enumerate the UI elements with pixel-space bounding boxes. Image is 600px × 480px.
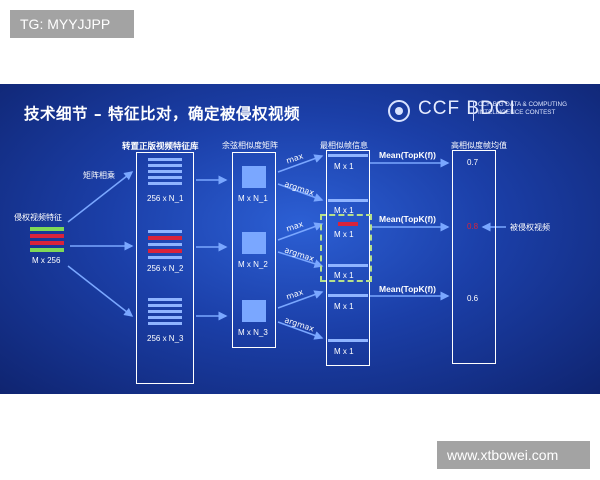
header-library: 转置正版视频特征库 [122,142,199,152]
logo-subtitle-line2: INTELLIGENCE CONTEST [478,109,556,116]
library-stripe [148,230,182,233]
avg-score-box [452,150,496,364]
arrow-sim1-argmax [277,183,324,202]
input-feature-bar-green [30,227,64,231]
arrow-sim2-argmax [277,251,324,269]
similarity-matrix-3 [242,300,266,322]
sim-dims-1: M x N_1 [238,194,268,203]
max-candidate [328,154,368,157]
score-value: 0.7 [467,158,479,167]
library-stripe [148,298,182,301]
highlight-dashed-box [320,214,372,282]
argmax-candidate [328,264,368,267]
arrow-sim3-argmax [277,321,324,340]
score-value-highlight: 0.8 [467,222,479,231]
library-stripe [148,316,182,319]
library-stripe [148,164,182,167]
library-stripe [148,158,182,161]
mean-label-3: Mean(TopK(f)) [379,284,436,294]
input-feature-bar-red [30,234,64,238]
max-sim-box [326,150,370,366]
logo-divider [473,101,474,121]
matmul-label: 矩阵相乘 [83,171,115,180]
ccf-emblem-icon [388,100,410,122]
watermark-bottom: www.xtbowei.com [437,441,590,469]
arrow-sim3-max [277,290,324,309]
mean-label-2: Mean(TopK(f)) [379,214,436,224]
max-candidate-highlight [338,222,358,226]
library-stripe [148,256,182,259]
library-dims-3: 256 x N_3 [147,334,184,343]
library-stripe [148,310,182,313]
slide: 技术细节 – 特征比对，确定被侵权视频 CCF BDCI CCF BIG DAT… [0,84,600,394]
arrow-sim2-max [277,222,324,241]
header-avg: 高相似度帧均值 [451,141,507,150]
mx1-label: M x 1 [334,230,354,239]
logo-subtitle-line1: CCF BIG DATA & COMPUTING [478,101,567,108]
logo-text: CCF BDCI [418,98,516,119]
arrow-sim1-max [277,154,324,173]
max-candidate [328,294,368,297]
similarity-matrix-2 [242,232,266,254]
mx1-label: M x 1 [334,271,354,280]
library-stripe [148,176,182,179]
library-box [136,152,194,384]
input-feature-bar-red [30,241,64,245]
header-similarity: 余弦相似度矩阵 [222,141,278,150]
infringed-label: 被侵权视频 [510,223,550,232]
library-stripe [148,322,182,325]
slide-title: 技术细节 – 特征比对，确定被侵权视频 [24,105,301,123]
watermark-top: TG: MYYJJPP [10,10,134,38]
input-feature-bar-green [30,248,64,252]
library-dims-2: 256 x N_2 [147,264,184,273]
mx1-label: M x 1 [334,162,354,171]
argmax-candidate [328,339,368,342]
library-stripe [148,182,182,185]
mx1-label: M x 1 [334,347,354,356]
library-stripe [148,304,182,307]
similarity-matrix-1 [242,166,266,188]
arrow-input-lib1 [67,171,134,223]
arrow-input-lib3 [67,265,134,317]
library-stripe-red [148,249,182,253]
logo-subtitle: CCF BIG DATA & COMPUTING INTELLIGENCE CO… [478,101,588,117]
mx1-label: M x 1 [334,206,354,215]
flow-arrows [67,154,506,340]
library-dims-1: 256 x N_1 [147,194,184,203]
mx1-label: M x 1 [334,302,354,311]
input-title: 侵权视频特征 [14,213,62,222]
header-max-sim: 最相似帧信息 [320,141,368,150]
library-stripe [148,243,182,246]
input-dims: M x 256 [32,256,61,265]
score-value: 0.6 [467,294,479,303]
similarity-box [232,152,276,348]
mean-label-1: Mean(TopK(f)) [379,150,436,160]
sim-dims-3: M x N_3 [238,328,268,337]
library-stripe-red [148,236,182,240]
library-stripe [148,170,182,173]
sim-dims-2: M x N_2 [238,260,268,269]
argmax-candidate [328,199,368,202]
